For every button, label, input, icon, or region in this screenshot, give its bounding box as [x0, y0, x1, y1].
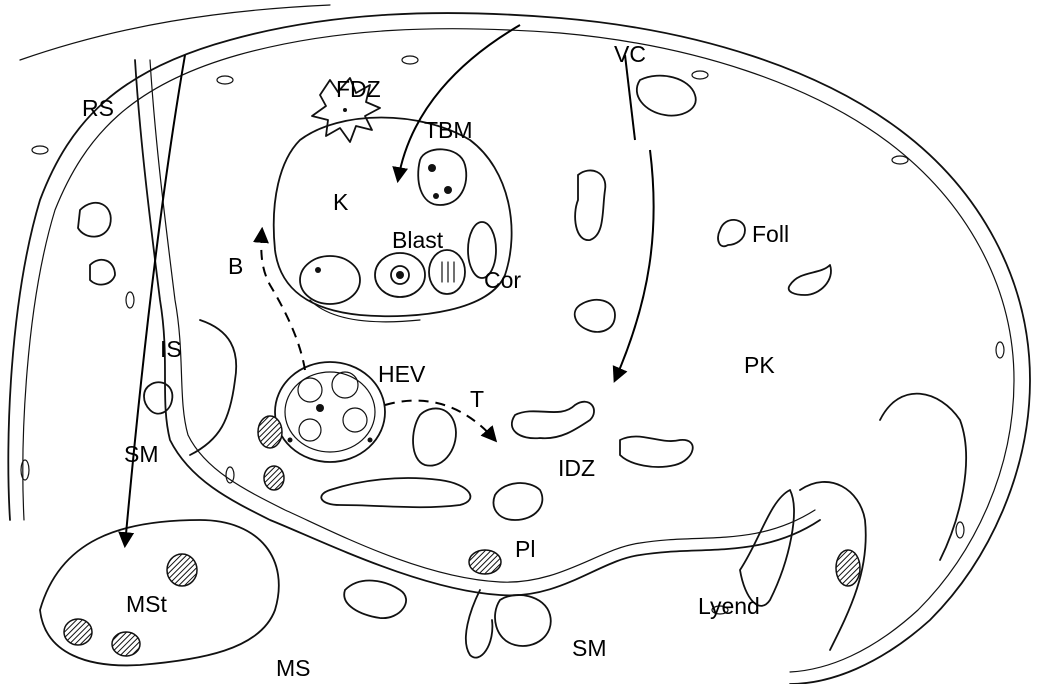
label-mst: MSt [126, 591, 168, 617]
label-blast: Blast [392, 227, 444, 253]
label-foll: Foll [752, 221, 789, 247]
label-ms: MS [276, 655, 311, 681]
label-pk: PK [744, 352, 775, 378]
label-pl: Pl [515, 536, 535, 562]
label-sm-bottom: SM [572, 635, 607, 661]
label-rs: RS [82, 95, 114, 121]
label-vc: VC [614, 41, 646, 67]
label-fdz: FDZ [336, 76, 381, 102]
label-idz: IDZ [558, 455, 595, 481]
hev-vessel [275, 362, 385, 462]
label-cor: Cor [484, 267, 521, 293]
label-b: B [228, 253, 243, 279]
plasma-cells [258, 416, 860, 586]
follicle-germinal-center [274, 118, 512, 322]
lymphatic-endothelium [466, 482, 866, 658]
label-lyend: Lyend [698, 593, 760, 619]
label-is: IS [160, 336, 182, 362]
label-tbm: TBM [424, 117, 473, 143]
sinus-lining [135, 60, 966, 595]
tbm-macrophage [418, 149, 466, 205]
label-sm-left: SM [124, 441, 159, 467]
label-k: K [333, 189, 349, 215]
label-hev: HEV [378, 361, 426, 387]
label-t: T [470, 386, 484, 412]
endothelial-cells [21, 56, 1004, 614]
